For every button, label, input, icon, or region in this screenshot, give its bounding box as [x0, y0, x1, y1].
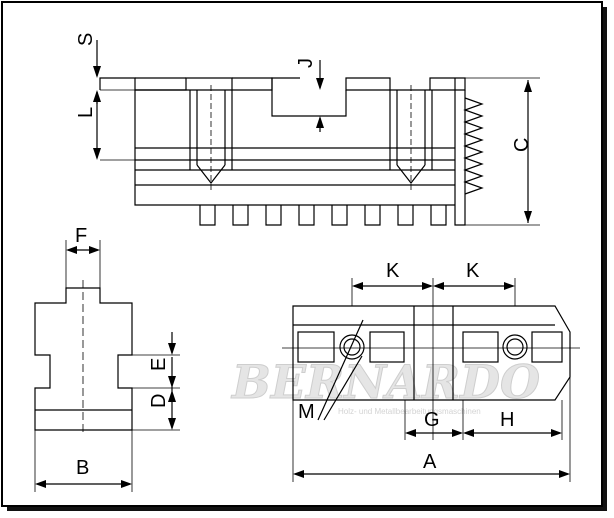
top-view: C S L J	[75, 33, 540, 226]
label-E: E	[148, 358, 170, 371]
label-H: H	[500, 409, 514, 431]
label-G: G	[424, 409, 440, 431]
label-M: M	[298, 401, 315, 423]
watermark-brand: BERNARDO	[230, 355, 540, 409]
serrations	[463, 97, 484, 195]
label-S: S	[75, 33, 97, 46]
label-B: B	[76, 457, 89, 479]
label-A: A	[423, 451, 437, 473]
bottom-teeth	[199, 205, 466, 226]
frame-border	[1, 1, 603, 507]
label-L: L	[75, 107, 97, 118]
label-D: D	[148, 394, 170, 408]
bolt-hole-left	[339, 334, 365, 360]
bolt-bore-left	[189, 85, 233, 190]
label-C: C	[511, 138, 533, 152]
watermark: BERNARDO Holz- und Metallbearbeitungsmas…	[230, 355, 541, 417]
side-view: F E D B	[34, 225, 180, 492]
label-F: F	[75, 225, 87, 247]
bolt-hole-right	[502, 334, 528, 360]
label-J: J	[295, 58, 317, 68]
plan-view: K K M G H A	[282, 260, 580, 482]
bolt-bore-right	[389, 85, 433, 190]
label-K-right: K	[466, 260, 480, 282]
label-K-left: K	[386, 260, 400, 282]
watermark-tagline: Holz- und Metallbearbeitungsmaschinen	[338, 407, 481, 416]
